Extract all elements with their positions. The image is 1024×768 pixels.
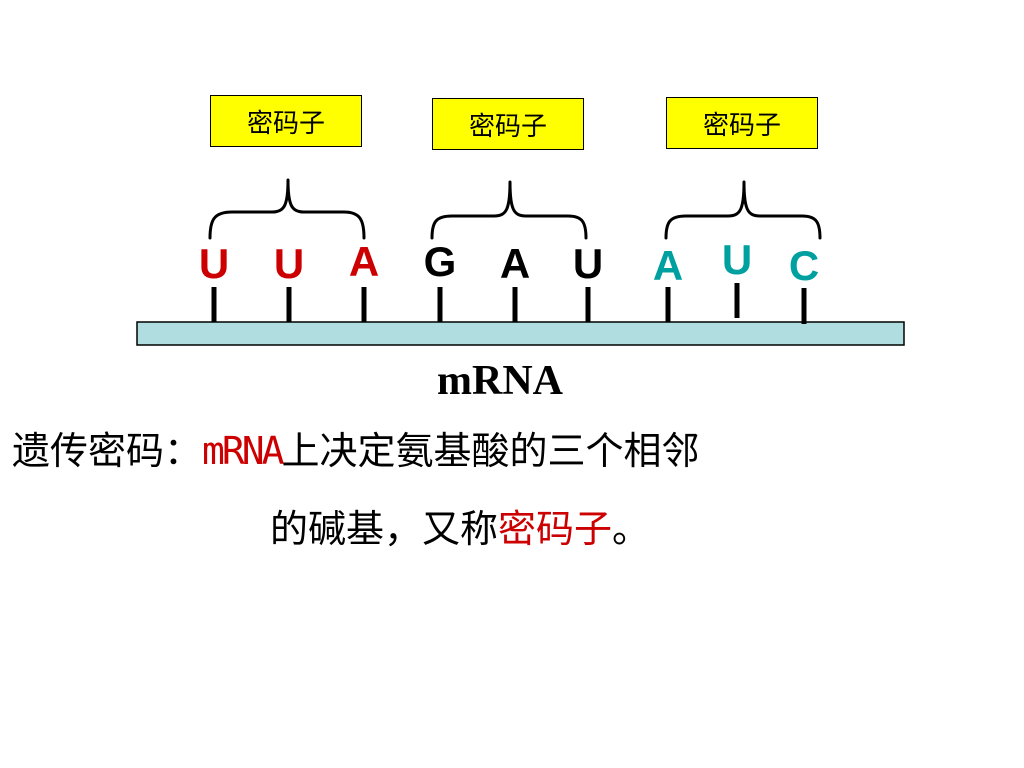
brace-2 [430, 180, 588, 240]
mrna-strand [136, 321, 905, 346]
base-letter-4: G [424, 238, 457, 285]
base-letter-2: U [274, 240, 304, 287]
genetic-code-definition: 遗传密码：mRNA上决定氨基酸的三个相邻 的碱基，又称密码子。 [12, 412, 1012, 568]
definition-mrna-highlight: mRNA [202, 429, 284, 473]
codon-label-box-3: 密码子 [666, 97, 818, 149]
definition-term: 遗传密码： [12, 429, 203, 473]
base-letter-5: A [500, 240, 530, 287]
codon-label-box-2: 密码子 [432, 98, 584, 150]
codon-label-box-1: 密码子 [210, 95, 362, 147]
base-letter-8: U [722, 236, 752, 283]
definition-line1-rest: 上决定氨基酸的三个相邻 [281, 429, 700, 473]
brace-1 [208, 178, 366, 240]
definition-line2-end: 。 [612, 507, 651, 551]
base-letter-6: U [573, 240, 603, 287]
base-letter-9: C [789, 242, 819, 289]
base-letter-1: U [199, 240, 229, 287]
definition-codon-highlight: 密码子 [498, 507, 613, 551]
mrna-strand-label: mRNA [437, 358, 563, 404]
codon-braces [208, 178, 822, 240]
base-letter-3: A [349, 238, 379, 285]
definition-line-2: 的碱基，又称密码子。 [12, 490, 1012, 568]
definition-line2-start: 的碱基，又称 [270, 507, 499, 551]
definition-line-1: 遗传密码：mRNA上决定氨基酸的三个相邻 [12, 412, 1012, 490]
brace-3 [664, 180, 822, 240]
base-letter-7: A [653, 242, 683, 289]
